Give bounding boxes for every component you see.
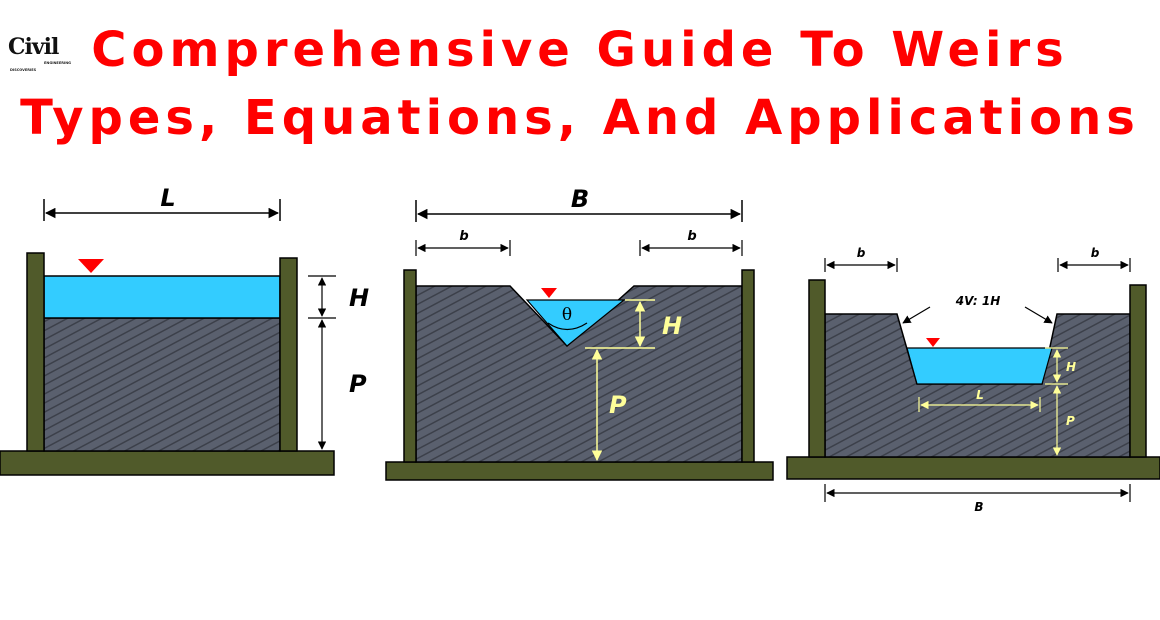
left-wall — [403, 269, 417, 463]
weir-body — [415, 285, 743, 463]
left-wall — [26, 252, 45, 452]
right-wall — [279, 257, 298, 452]
water-level-marker-icon — [926, 338, 940, 347]
logo-subtext-bottom: DISCOVERIES — [10, 68, 37, 72]
side-label-right: b — [1091, 246, 1100, 260]
slope-pointer-right — [1024, 306, 1053, 324]
angle-label: θ — [562, 305, 572, 325]
slope-label: 4V: 1H — [955, 294, 1000, 308]
logo: Civil ENGINEERING DISCOVERIES — [8, 30, 72, 74]
water-body — [906, 347, 1053, 385]
height-label: P — [1066, 414, 1075, 428]
slope-pointer-left — [902, 306, 931, 324]
cipolletti-weir: b b 4V: 1H L H P B — [786, 246, 1160, 514]
height-label: P — [609, 391, 627, 419]
crest-label: L — [976, 388, 984, 402]
height-label: P — [349, 370, 367, 398]
water-level-marker-icon — [78, 259, 104, 273]
water-notch — [525, 299, 626, 347]
base-slab — [0, 450, 335, 476]
right-wall — [1129, 284, 1147, 458]
side-label-left: b — [857, 246, 866, 260]
rectangular-weir: L H P — [0, 184, 369, 476]
logo-wordmark: Civil — [8, 34, 59, 60]
base-slab — [786, 456, 1160, 480]
length-label: L — [160, 184, 175, 212]
right-wall — [741, 269, 755, 463]
angle-arc — [547, 322, 588, 331]
water-body — [43, 275, 281, 319]
logo-subtext-top: ENGINEERING — [44, 61, 72, 65]
title-line-2: Types, Equations, And Applications — [20, 90, 1140, 146]
side-label-left: b — [459, 229, 468, 244]
title-line-1: Comprehensive Guide To Weirs — [91, 22, 1069, 78]
width-label: B — [571, 185, 589, 213]
head-label: H — [349, 284, 369, 312]
weir-body — [824, 313, 1131, 458]
water-level-marker-icon — [541, 288, 557, 298]
left-wall — [808, 279, 826, 458]
side-label-right: b — [687, 229, 696, 244]
head-label: H — [662, 312, 682, 340]
width-label: B — [974, 500, 983, 514]
head-label: H — [1066, 360, 1076, 374]
weir-body — [43, 317, 281, 452]
v-notch-weir: θ B b b H P — [385, 185, 774, 481]
base-slab — [385, 461, 774, 481]
